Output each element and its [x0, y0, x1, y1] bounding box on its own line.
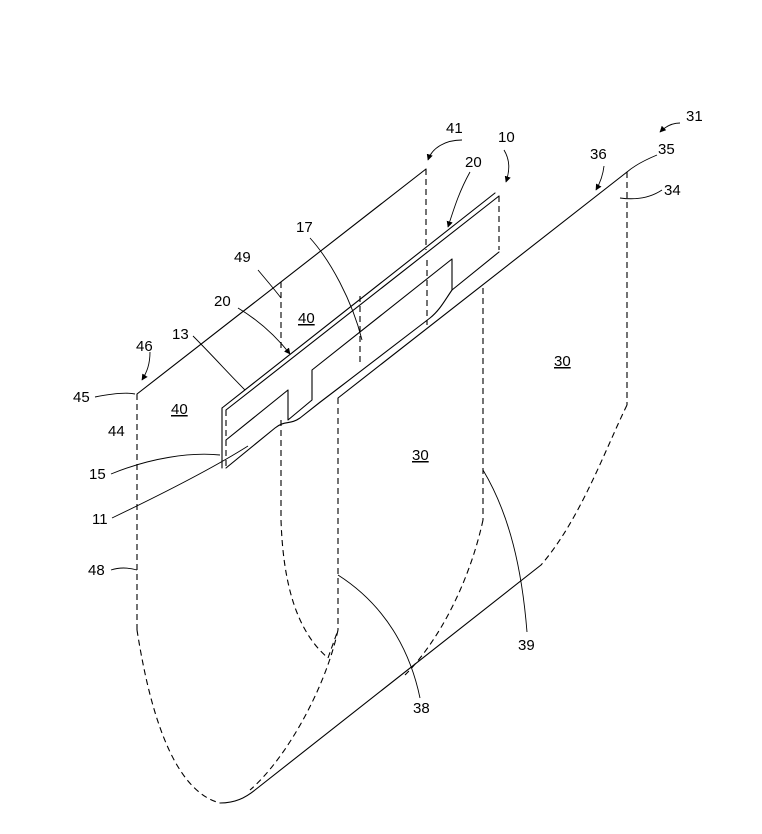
leader-lines: [94, 122, 681, 699]
label-40-center: 40: [298, 310, 315, 327]
label-15: 15: [89, 466, 106, 483]
label-13: 13: [172, 326, 189, 343]
reference-numerals: 10 41 20 31 35 36 34 17 49 20 40 13 46 3…: [73, 108, 703, 717]
label-40-left: 40: [171, 401, 188, 418]
label-41: 41: [446, 120, 463, 137]
label-34: 34: [664, 182, 681, 199]
label-17: 17: [296, 219, 313, 236]
label-11: 11: [92, 511, 108, 528]
left-panel: [136, 168, 427, 804]
label-39: 39: [518, 637, 535, 654]
label-31: 31: [686, 108, 703, 125]
label-45: 45: [73, 389, 90, 406]
label-36: 36: [590, 146, 607, 163]
label-49: 49: [234, 249, 251, 266]
label-30-right: 30: [554, 353, 571, 370]
middle-fold: [280, 420, 339, 659]
label-35: 35: [658, 141, 675, 158]
label-20-top: 20: [465, 154, 482, 171]
label-48: 48: [88, 562, 105, 579]
label-44: 44: [108, 423, 125, 440]
front-panel: [219, 171, 628, 804]
label-38: 38: [413, 700, 430, 717]
label-46: 46: [136, 338, 153, 355]
label-10: 10: [498, 129, 515, 146]
label-30-center: 30: [412, 447, 429, 464]
label-20-left: 20: [214, 293, 231, 310]
closure-strip: [221, 192, 500, 469]
